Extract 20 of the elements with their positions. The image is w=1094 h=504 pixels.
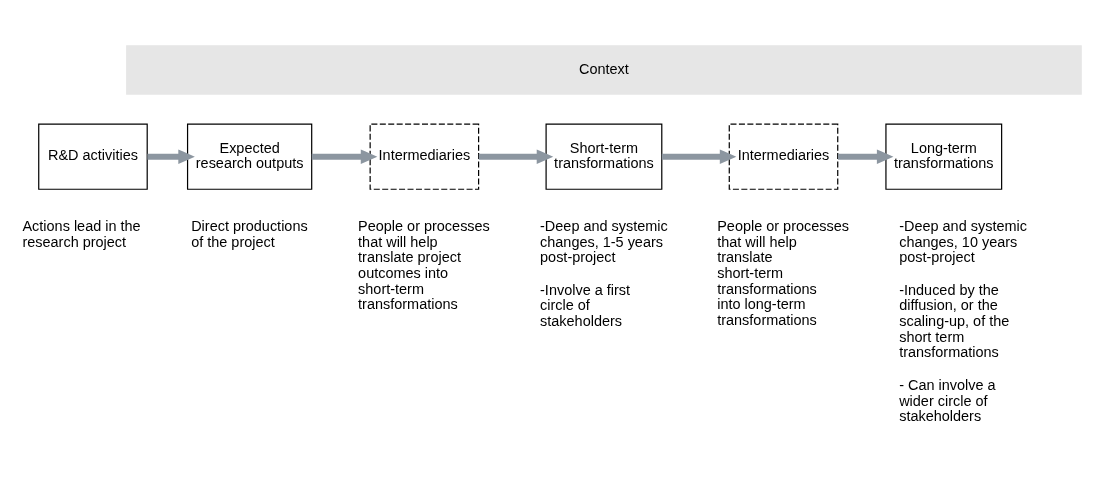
node-label: People or processes that will help translate project outcomes into short-term transformations [358, 217, 490, 312]
node-label: -Deep and systemic changes, 1-5 years post-project [540, 217, 668, 265]
node-box: Expected research outputs [186, 123, 313, 190]
arrow [311, 148, 378, 164]
node-box: Context [126, 44, 1082, 95]
node-label: -Induced by the diffusion, or the scaling-up, of the short term transformations [899, 281, 1010, 360]
node-label: Direct productions of the project [191, 217, 308, 250]
arrow [661, 148, 737, 164]
node-box: Intermediaries [728, 123, 839, 190]
node-box: Long-term transformations [885, 123, 1003, 190]
node-label: - Can involve a wider circle of stakeholders [899, 376, 996, 424]
node-label: -Involve a first circle of stakeholders [540, 281, 631, 329]
node-label: Actions lead in the research project [22, 217, 141, 250]
node-box: Intermediaries [369, 123, 480, 190]
arrow [478, 148, 554, 164]
node-label: -Deep and systemic changes, 10 years post-project [899, 217, 1027, 265]
node-box: R&D activities [38, 123, 148, 190]
node-box: Short-term transformations [545, 123, 663, 190]
arrow [147, 148, 195, 164]
node-label: People or processes that will help translate short-term transformations into long-term transformations [717, 217, 849, 328]
